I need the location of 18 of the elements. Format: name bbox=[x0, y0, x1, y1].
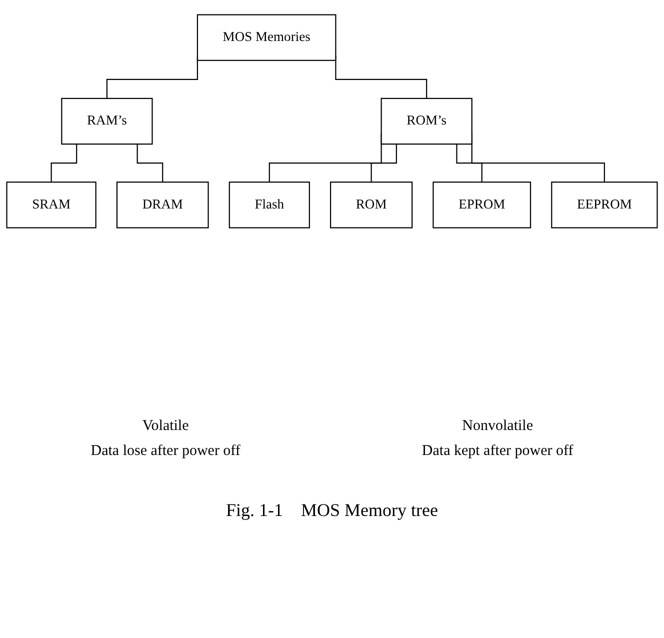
connector bbox=[456, 144, 482, 183]
connector bbox=[136, 144, 164, 183]
note-text: Data lose after power off bbox=[90, 443, 240, 460]
node-box: DRAM bbox=[116, 182, 209, 228]
node-box: Flash bbox=[228, 182, 310, 228]
node-box: MOS Memories bbox=[196, 14, 336, 61]
node-box: EEPROM bbox=[551, 182, 658, 228]
node-box: RAM’s bbox=[61, 98, 153, 145]
figure-caption: Fig. 1-1 MOS Memory tree bbox=[225, 500, 439, 521]
node-box: ROM bbox=[330, 182, 413, 228]
connector bbox=[370, 144, 397, 183]
node-box: EPROM bbox=[432, 182, 532, 228]
connector bbox=[50, 144, 78, 183]
category-label: Nonvolatile bbox=[462, 418, 533, 435]
note-text: Data kept after power off bbox=[422, 443, 574, 460]
node-box: ROM’s bbox=[380, 98, 472, 145]
node-box: SRAM bbox=[6, 182, 96, 228]
category-label: Volatile bbox=[142, 418, 189, 435]
